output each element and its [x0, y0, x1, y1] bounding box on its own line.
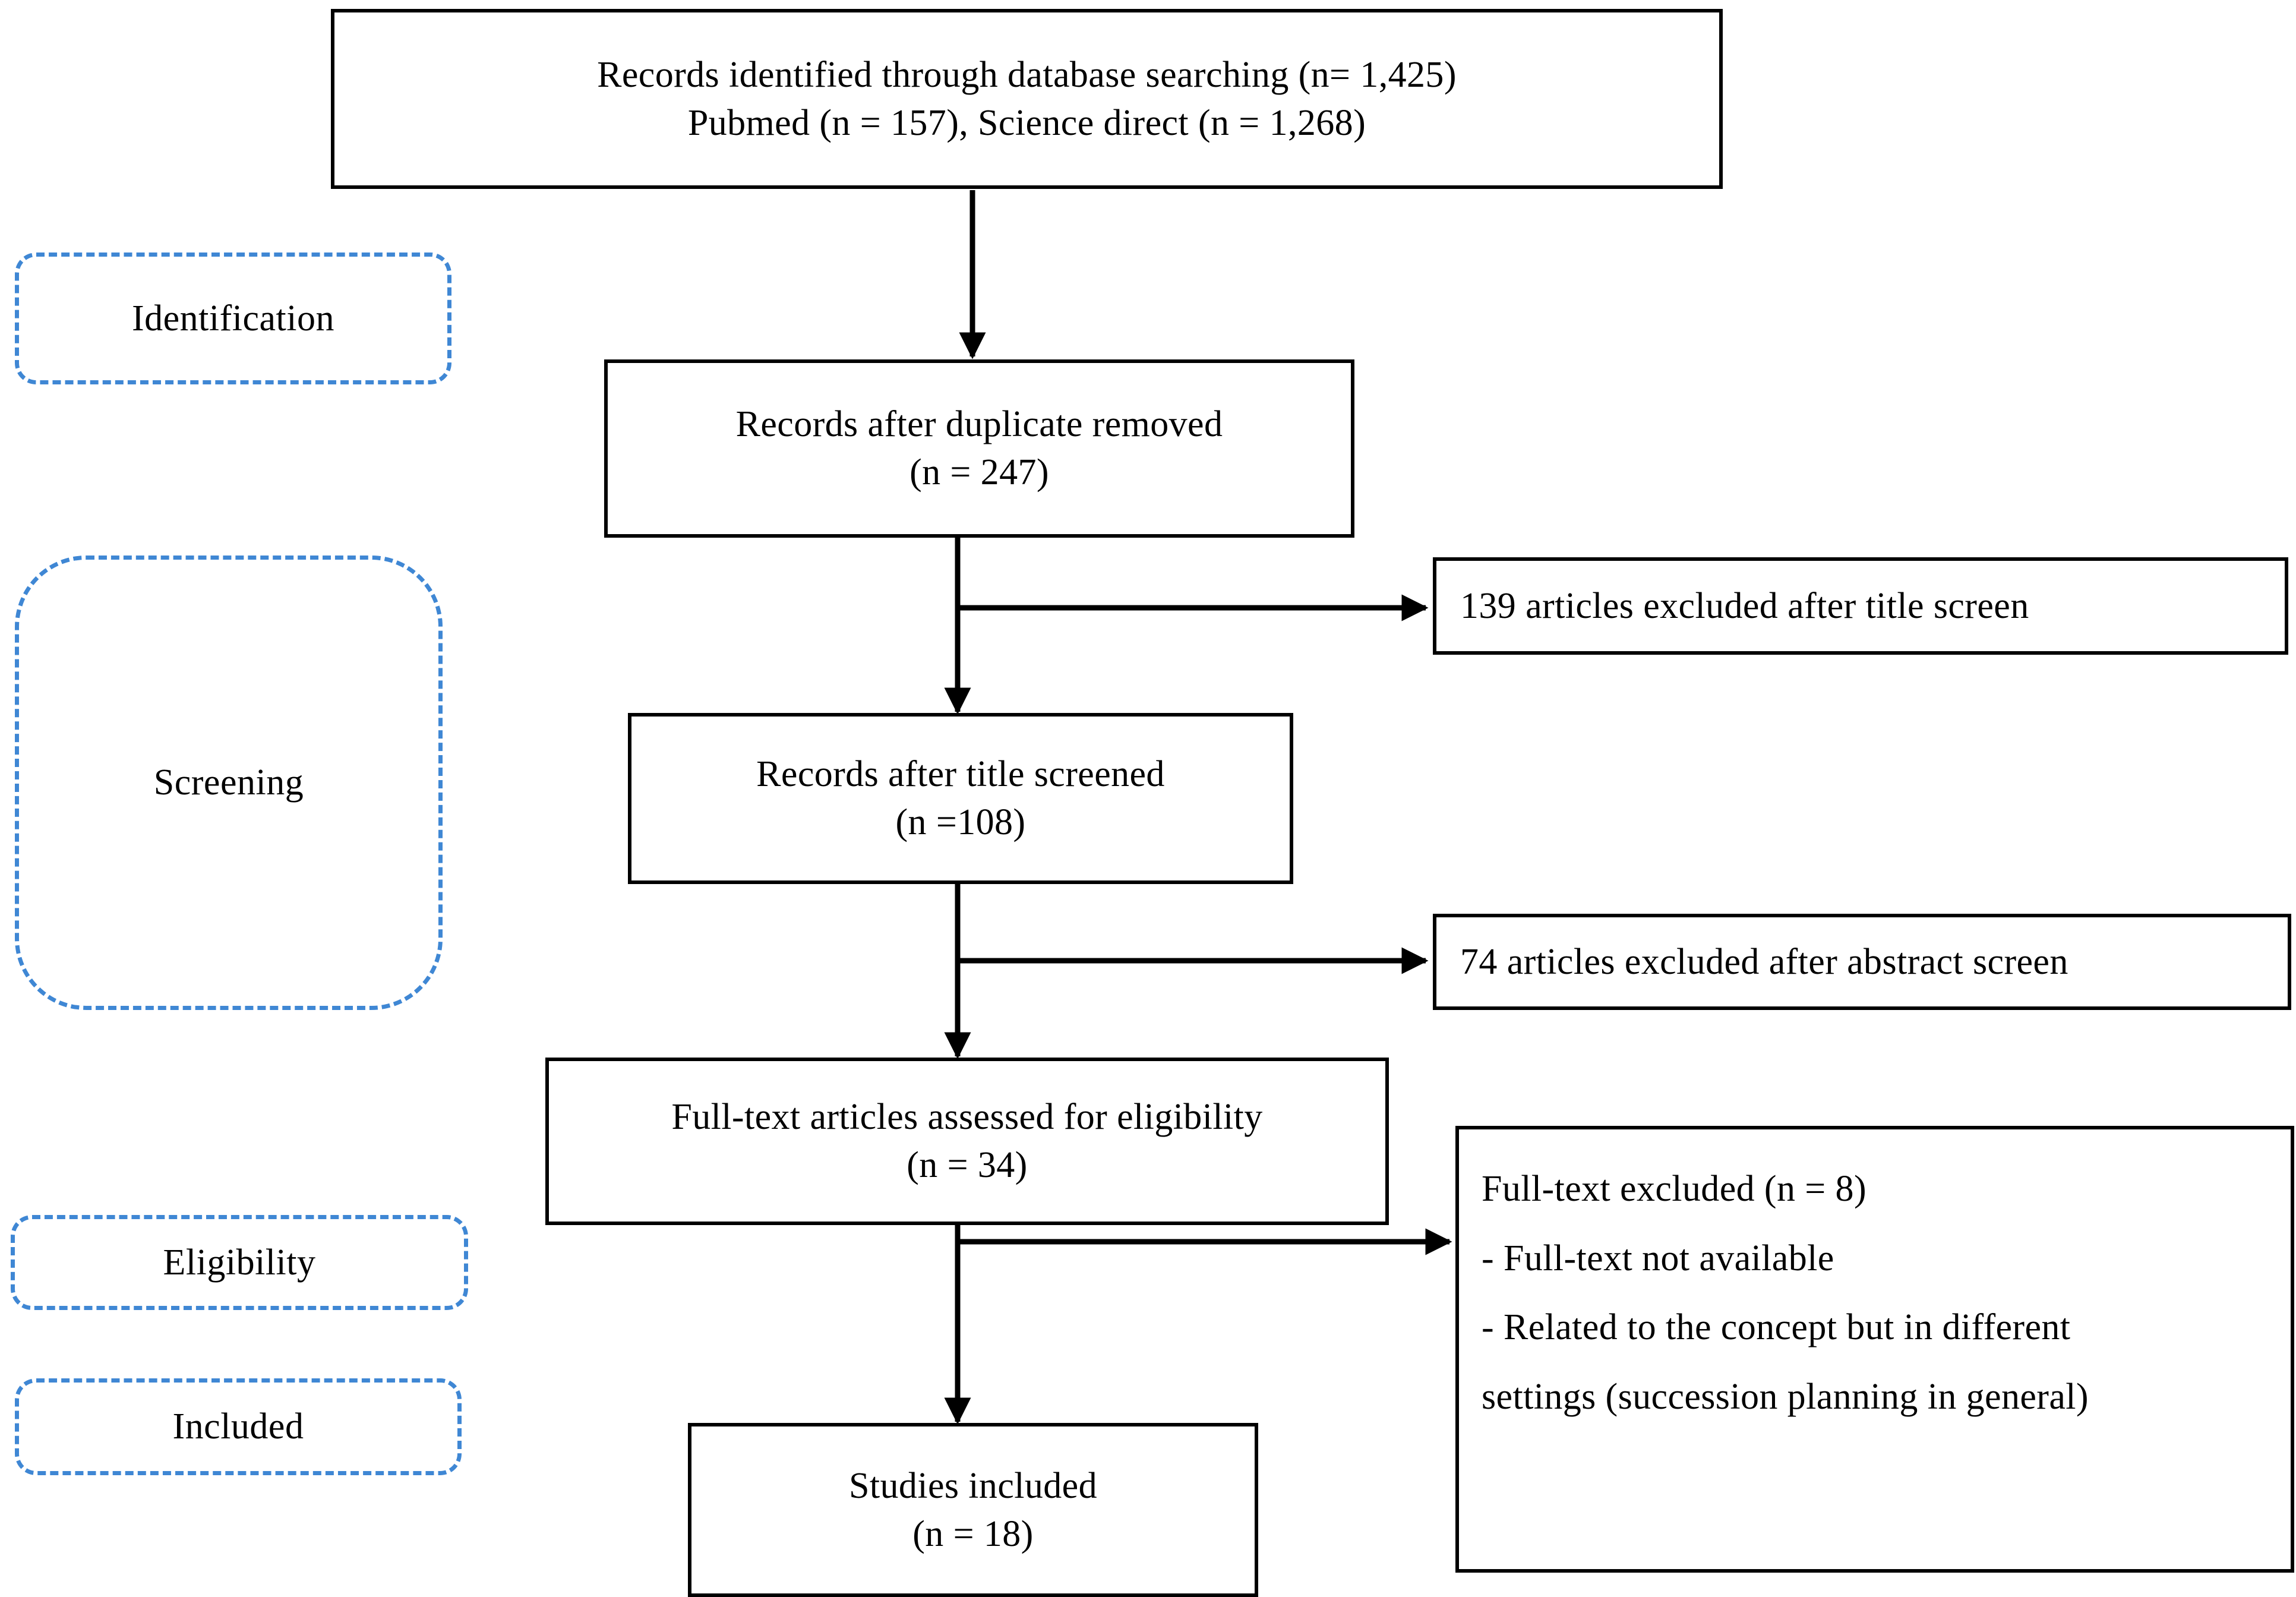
box-excluded-abstract-screen: 74 articles excluded after abstract scre…: [1433, 914, 2291, 1010]
box-excluded-title-screen: 139 articles excluded after title screen: [1433, 557, 2288, 655]
records-after-duplicates-line-2: (n = 247): [909, 452, 1049, 493]
records-after-duplicates-line-1: Records after duplicate removed: [735, 404, 1223, 445]
excluded-abstract-screen-text: 74 articles excluded after abstract scre…: [1460, 941, 2068, 982]
full-text-assessed-line-1: Full-text articles assessed for eligibil…: [671, 1097, 1263, 1138]
records-identified-line-1: Records identified through database sear…: [597, 54, 1457, 95]
box-records-after-title-screen: Records after title screened (n =108): [628, 713, 1293, 884]
studies-included-line-2: (n = 18): [912, 1513, 1034, 1554]
records-identified-line-2: Pubmed (n = 157), Science direct (n = 1,…: [687, 102, 1366, 143]
stage-label-eligibility: Eligibility: [11, 1215, 468, 1310]
box-full-text-assessed: Full-text articles assessed for eligibil…: [545, 1058, 1389, 1225]
stage-label-screening: Screening: [15, 556, 443, 1010]
stage-label-identification-text: Identification: [132, 298, 334, 339]
box-records-identified: Records identified through database sear…: [331, 9, 1723, 189]
studies-included-line-1: Studies included: [849, 1465, 1097, 1506]
box-excluded-full-text: Full-text excluded (n = 8) - Full-text n…: [1455, 1126, 2294, 1573]
stage-label-included-text: Included: [172, 1406, 304, 1447]
box-studies-included: Studies included (n = 18): [688, 1423, 1258, 1597]
records-after-title-line-1: Records after title screened: [756, 754, 1165, 795]
excluded-title-screen-text: 139 articles excluded after title screen: [1460, 585, 2029, 626]
stage-label-eligibility-text: Eligibility: [163, 1242, 316, 1283]
excluded-full-text-line-2: - Full-text not available: [1482, 1238, 1834, 1279]
excluded-full-text-line-3: - Related to the concept but in differen…: [1482, 1307, 2071, 1348]
stage-label-identification: Identification: [15, 253, 451, 384]
box-records-after-duplicates: Records after duplicate removed (n = 247…: [604, 359, 1354, 538]
records-after-title-line-2: (n =108): [895, 802, 1026, 842]
excluded-full-text-line-4: settings (succession planning in general…: [1482, 1376, 2089, 1417]
stage-label-screening-text: Screening: [153, 762, 304, 803]
excluded-full-text-line-1: Full-text excluded (n = 8): [1482, 1169, 1867, 1209]
stage-label-included: Included: [15, 1378, 462, 1475]
full-text-assessed-line-2: (n = 34): [907, 1145, 1028, 1185]
